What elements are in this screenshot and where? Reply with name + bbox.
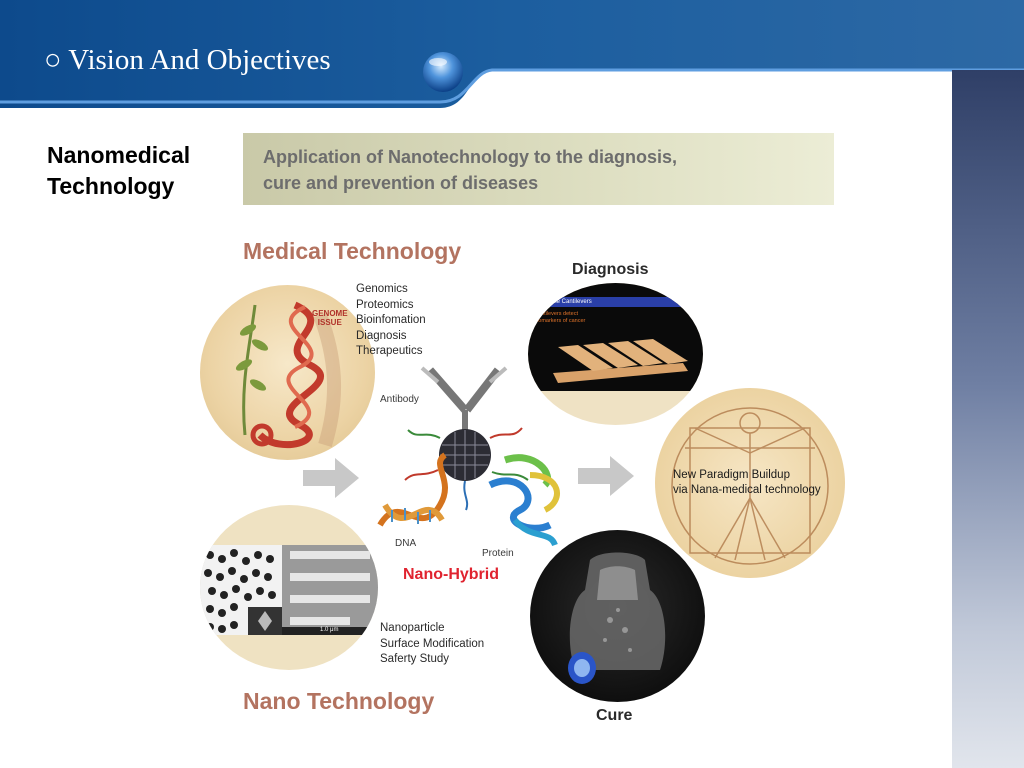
slide-header: ○ Vision And Objectives — [0, 0, 1024, 110]
header-background — [0, 0, 1024, 108]
nano-technology-title: Nano Technology — [243, 688, 435, 714]
side-label-line2: Technology — [47, 173, 175, 199]
diagnosis-screen: Molecule Cantilevers Cantilevers detect … — [528, 283, 703, 391]
paradigm-line2: via Nana-medical technology — [673, 484, 821, 496]
sem-images: 1.0 μm — [200, 545, 378, 635]
list-item: Genomics — [356, 283, 408, 295]
cure-title: Cure — [596, 707, 633, 724]
list-item: Therapeutics — [356, 345, 423, 357]
vitruvian-man-illustration — [671, 407, 829, 565]
genome-badge: GENOME ISSUE — [312, 309, 348, 327]
cantilever-array-illustration — [553, 339, 688, 383]
diagnosis-screen-text: Cantilevers detect biomarkers of cancer — [534, 311, 585, 325]
subtitle-banner: Application of Nanotechnology to the dia… — [243, 133, 834, 205]
diagnosis-screen-line1: Cantilevers detect — [534, 311, 579, 317]
genome-badge-line1: GENOME — [312, 309, 348, 318]
antibody-label: Antibody — [380, 394, 419, 405]
sem-scale-label: 1.0 μm — [320, 627, 339, 633]
diagnosis-title: Diagnosis — [572, 261, 649, 278]
banner-text: Application of Nanotechnology to the dia… — [263, 144, 823, 196]
list-item: Proteomics — [356, 298, 414, 311]
nano-hybrid-illustration — [377, 366, 560, 547]
nano-items-list: Nanoparticle Surface Modification Safert… — [380, 621, 484, 668]
diagnosis-screen-line2: biomarkers of cancer — [534, 318, 586, 324]
nano-hybrid-label: Nano-Hybrid — [403, 566, 499, 583]
nano-circle: 1.0 μm — [200, 505, 378, 670]
list-item: Nanoparticle — [380, 622, 445, 634]
cure-circle — [530, 530, 705, 702]
genome-badge-line2: ISSUE — [317, 318, 342, 327]
list-item: Diagnosis — [356, 329, 407, 342]
nanoparticle-sem-illustration — [200, 545, 378, 635]
banner-line1: Application of Nanotechnology to the dia… — [263, 147, 677, 167]
side-label-line1: Nanomedical — [47, 142, 191, 168]
mri-scan-illustration — [568, 552, 666, 684]
paradigm-line1: New Paradigm Buildup — [673, 469, 790, 481]
arrow-right-icon — [578, 456, 634, 496]
vitruvian-circle: New Paradigm Buildup via Nana-medical te… — [655, 388, 845, 578]
paradigm-text: New Paradigm Buildup via Nana-medical te… — [673, 468, 821, 498]
list-item: Saferty Study — [380, 653, 450, 665]
protein-label: Protein — [482, 548, 514, 559]
list-item: Bioinfomation — [356, 314, 426, 326]
diagnosis-circle: Molecule Cantilevers Cantilevers detect … — [528, 283, 703, 425]
medical-items-list: Genomics Proteomics Bioinfomation Diagno… — [356, 282, 426, 360]
dna-label: DNA — [395, 538, 417, 549]
orb-ornament — [423, 52, 463, 92]
side-label: Nanomedical Technology — [47, 140, 237, 202]
diagnosis-screen-bar: Molecule Cantilevers — [528, 297, 703, 307]
slide-title: ○ Vision And Objectives — [44, 44, 331, 76]
arrow-right-icon — [303, 458, 359, 498]
banner-line2: cure and prevention of diseases — [263, 173, 539, 193]
medical-technology-title: Medical Technology — [243, 238, 462, 264]
genome-circle: GENOME ISSUE — [200, 285, 375, 460]
list-item: Surface Modification — [380, 637, 485, 650]
genome-dna-illustration — [235, 301, 342, 449]
decorative-side-strip — [952, 70, 1024, 768]
